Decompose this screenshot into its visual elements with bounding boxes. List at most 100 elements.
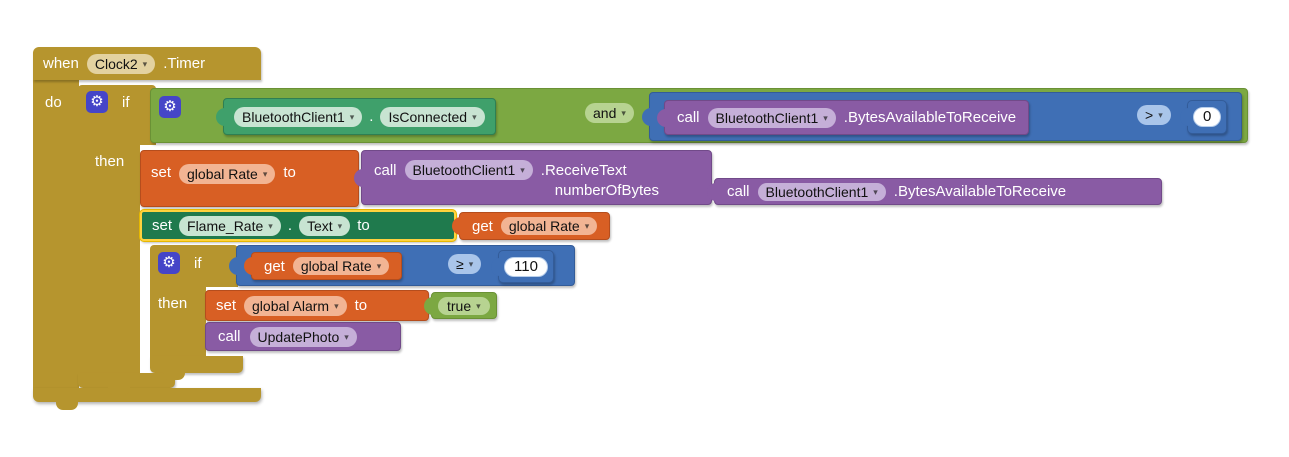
- greater-equal-dropdown[interactable]: ≥ ▾: [448, 254, 482, 274]
- get-global-rate-block[interactable]: get global Rate ▾: [451, 212, 611, 240]
- outer-if-mutator[interactable]: ⚙: [86, 91, 108, 113]
- rate-comparison-block[interactable]: get global Rate ▾ ≥ ▾ 110: [229, 245, 575, 286]
- global-alarm-variable-dropdown[interactable]: global Alarm ▾: [244, 295, 347, 316]
- dropdown-arrow-icon: ▾: [823, 112, 828, 123]
- dropdown-arrow-icon: ▾: [472, 111, 477, 122]
- dropdown-arrow-icon: ▾: [337, 220, 343, 231]
- text-property-dropdown[interactable]: Text ▾: [298, 215, 351, 236]
- number-of-bytes-param-label: numberOfBytes: [554, 182, 659, 199]
- outer-if-next-tab: [108, 386, 130, 395]
- call-label: call: [677, 109, 700, 126]
- and-operator-dropdown[interactable]: and ▾: [585, 103, 634, 123]
- procedure-name: UpdatePhoto: [257, 328, 340, 345]
- mutator-gear-icon[interactable]: ⚙: [86, 91, 108, 113]
- operator-symbol: ≥: [456, 256, 464, 272]
- get-label: get: [472, 217, 493, 235]
- true-label: true: [447, 297, 472, 314]
- global-rate-variable-dropdown[interactable]: global Rate ▾: [500, 217, 598, 235]
- greater-than-dropdown[interactable]: > ▾: [1137, 105, 1171, 125]
- component-name: BluetoothClient1: [765, 183, 869, 200]
- inner-if-label: if: [194, 255, 202, 272]
- dropdown-arrow-icon: ▾: [520, 165, 525, 175]
- inner-if-left-column[interactable]: [150, 287, 206, 356]
- call-label: call: [727, 183, 750, 200]
- true-logic-block[interactable]: true ▾: [424, 292, 497, 319]
- property-name: Text: [306, 217, 333, 234]
- global-rate-variable-dropdown[interactable]: global Rate ▾: [179, 164, 276, 184]
- outer-if-bottom-bar[interactable]: [78, 373, 175, 388]
- to-label: to: [357, 217, 370, 234]
- set-label: set: [152, 217, 173, 234]
- do-label: do: [45, 94, 62, 111]
- flame-rate-component-dropdown[interactable]: Flame_Rate ▾: [179, 215, 281, 236]
- dot-separator: .: [369, 108, 374, 125]
- bluetooth-component-dropdown[interactable]: BluetoothClient1 ▾: [234, 106, 363, 127]
- global-rate-variable-dropdown[interactable]: global Rate ▾: [292, 257, 390, 275]
- set-label: set: [216, 297, 237, 314]
- get-label: get: [264, 257, 285, 275]
- inner-then-label: then: [158, 295, 188, 312]
- dropdown-arrow-icon: ▾: [584, 221, 590, 231]
- call-update-photo-block[interactable]: call UpdatePhoto ▾: [205, 322, 401, 351]
- variable-name: global Rate: [300, 258, 372, 274]
- bytes-comparison-block[interactable]: call BluetoothClient1 ▾ .BytesAvailableT…: [642, 92, 1242, 141]
- isconnected-getter-block[interactable]: BluetoothClient1 ▾ . IsConnected ▾: [216, 98, 496, 135]
- dropdown-arrow-icon: ▾: [621, 108, 626, 118]
- dropdown-arrow-icon: ▾: [262, 169, 268, 179]
- true-value-dropdown[interactable]: true ▾: [438, 296, 490, 315]
- number-110-block[interactable]: 110: [491, 250, 554, 283]
- mutator-gear-icon[interactable]: ⚙: [159, 96, 181, 118]
- clock-component-name: Clock2: [94, 55, 138, 72]
- bluetooth-component-dropdown[interactable]: BluetoothClient1 ▾: [404, 160, 533, 180]
- bytes-available-call-block-2[interactable]: call BluetoothClient1 ▾ .BytesAvailableT…: [707, 178, 1162, 205]
- bytes-available-call-block[interactable]: call BluetoothClient1 ▾ .BytesAvailableT…: [656, 100, 1030, 135]
- operator-symbol: >: [1145, 107, 1154, 123]
- mutator-gear-icon[interactable]: ⚙: [158, 252, 180, 274]
- receive-text-call-block[interactable]: call BluetoothClient1 ▾ .ReceiveText num…: [354, 150, 712, 205]
- receive-text-row: call BluetoothClient1 ▾ .ReceiveText: [362, 151, 637, 184]
- to-label: to: [283, 164, 296, 181]
- variable-name: global Rate: [508, 218, 580, 234]
- method-name: .ReceiveText: [540, 161, 627, 179]
- dropdown-arrow-icon: ▾: [334, 300, 339, 311]
- inner-if-bottom-bar[interactable]: [150, 356, 243, 373]
- timer-event-label: .Timer: [163, 55, 206, 72]
- bluetooth-component-dropdown[interactable]: BluetoothClient1 ▾: [707, 107, 836, 128]
- outer-if-left-column[interactable]: [78, 145, 140, 373]
- and-mutator[interactable]: ⚙: [159, 96, 181, 118]
- component-name: BluetoothClient1: [242, 108, 345, 125]
- get-global-rate-block-2[interactable]: get global Rate ▾: [243, 252, 403, 280]
- component-name: BluetoothClient1: [715, 109, 819, 126]
- and-logic-block[interactable]: ⚙ BluetoothClient1 ▾ . IsConnected ▾ and…: [150, 88, 1248, 143]
- outer-then-label: then: [95, 153, 125, 170]
- component-name: Flame_Rate: [187, 217, 264, 234]
- dropdown-arrow-icon: ▾: [468, 259, 474, 269]
- set-flame-rate-text-block[interactable]: set Flame_Rate ▾ . Text ▾ to: [140, 210, 456, 241]
- dot-separator: .: [287, 217, 292, 234]
- inner-if-next-tab: [163, 371, 185, 380]
- bluetooth-component-dropdown[interactable]: BluetoothClient1 ▾: [757, 182, 886, 201]
- method-name: .BytesAvailableToReceive: [843, 109, 1017, 126]
- set-label: set: [151, 164, 172, 181]
- clock-component-dropdown[interactable]: Clock2 ▾: [86, 53, 156, 74]
- number-zero-block[interactable]: 0: [1179, 100, 1228, 134]
- update-photo-procedure-dropdown[interactable]: UpdatePhoto ▾: [249, 326, 357, 347]
- number-value[interactable]: 110: [504, 256, 548, 277]
- dropdown-arrow-icon: ▾: [344, 331, 349, 342]
- when-clock-timer-block[interactable]: when Clock2 ▾ .Timer: [33, 47, 261, 80]
- when-block-bottom-tab: [56, 401, 78, 410]
- when-block-left-column[interactable]: [33, 80, 79, 388]
- variable-name: global Alarm: [252, 297, 330, 314]
- dropdown-arrow-icon: ▾: [476, 300, 481, 311]
- set-global-alarm-block[interactable]: set global Alarm ▾ to: [205, 290, 429, 321]
- dropdown-arrow-icon: ▾: [268, 220, 273, 231]
- set-global-rate-block[interactable]: set global Rate ▾ to: [140, 150, 359, 207]
- number-value[interactable]: 0: [1193, 107, 1222, 127]
- isconnected-property-dropdown[interactable]: IsConnected ▾: [380, 106, 485, 127]
- when-block-bottom-bar[interactable]: [33, 388, 261, 402]
- when-label: when: [43, 55, 79, 72]
- dropdown-arrow-icon: ▾: [142, 58, 148, 69]
- method-name: .BytesAvailableToReceive: [893, 183, 1067, 200]
- to-label: to: [354, 297, 368, 314]
- inner-if-mutator[interactable]: ⚙: [158, 252, 180, 274]
